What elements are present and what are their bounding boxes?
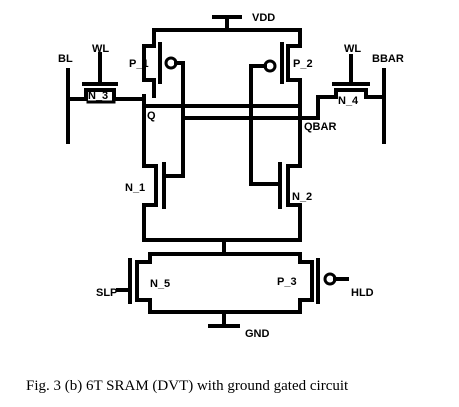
n5-label: N_5 bbox=[150, 278, 170, 290]
gnd-label: GND bbox=[245, 328, 270, 340]
slp-label: SLP bbox=[96, 287, 117, 299]
wl-right-label: WL bbox=[344, 43, 361, 55]
transistor-n2: N_2 bbox=[249, 162, 312, 242]
bl-label: BL bbox=[58, 53, 73, 65]
transistor-n5: SLP N_5 bbox=[96, 252, 170, 314]
n3-label: N_3 bbox=[88, 90, 108, 102]
transistor-n1: N_1 bbox=[125, 162, 185, 242]
vdd-label: VDD bbox=[252, 12, 275, 24]
wl-left-label: WL bbox=[92, 43, 109, 55]
transistor-p1: P_1 bbox=[129, 28, 185, 98]
hld-label: HLD bbox=[351, 287, 374, 299]
bitline-left: BL bbox=[58, 53, 73, 144]
q-label: Q bbox=[147, 110, 156, 122]
p2-label: P_2 bbox=[293, 58, 313, 70]
bitline-right: BBAR bbox=[372, 53, 404, 144]
transistor-n3: WL N_3 bbox=[66, 43, 146, 104]
n1-label: N_1 bbox=[125, 182, 145, 194]
bbar-label: BBAR bbox=[372, 53, 404, 65]
n2-label: N_2 bbox=[292, 191, 312, 203]
n4-label: N_4 bbox=[338, 95, 359, 107]
figure-caption: Fig. 3 (b) 6T SRAM (DVT) with ground gat… bbox=[26, 378, 349, 394]
transistor-p2: P_2 bbox=[249, 28, 313, 108]
gnd-supply: GND bbox=[208, 310, 270, 340]
transistor-p3: HLD P_3 bbox=[277, 252, 374, 314]
p1-label: P_1 bbox=[129, 58, 149, 70]
transistor-n4: WL N_4 bbox=[316, 43, 386, 120]
vdd-supply: VDD bbox=[152, 12, 302, 32]
qbar-label: QBAR bbox=[304, 121, 336, 133]
cross-coupled-wiring: Q QBAR bbox=[142, 61, 336, 186]
p3-label: P_3 bbox=[277, 276, 297, 288]
